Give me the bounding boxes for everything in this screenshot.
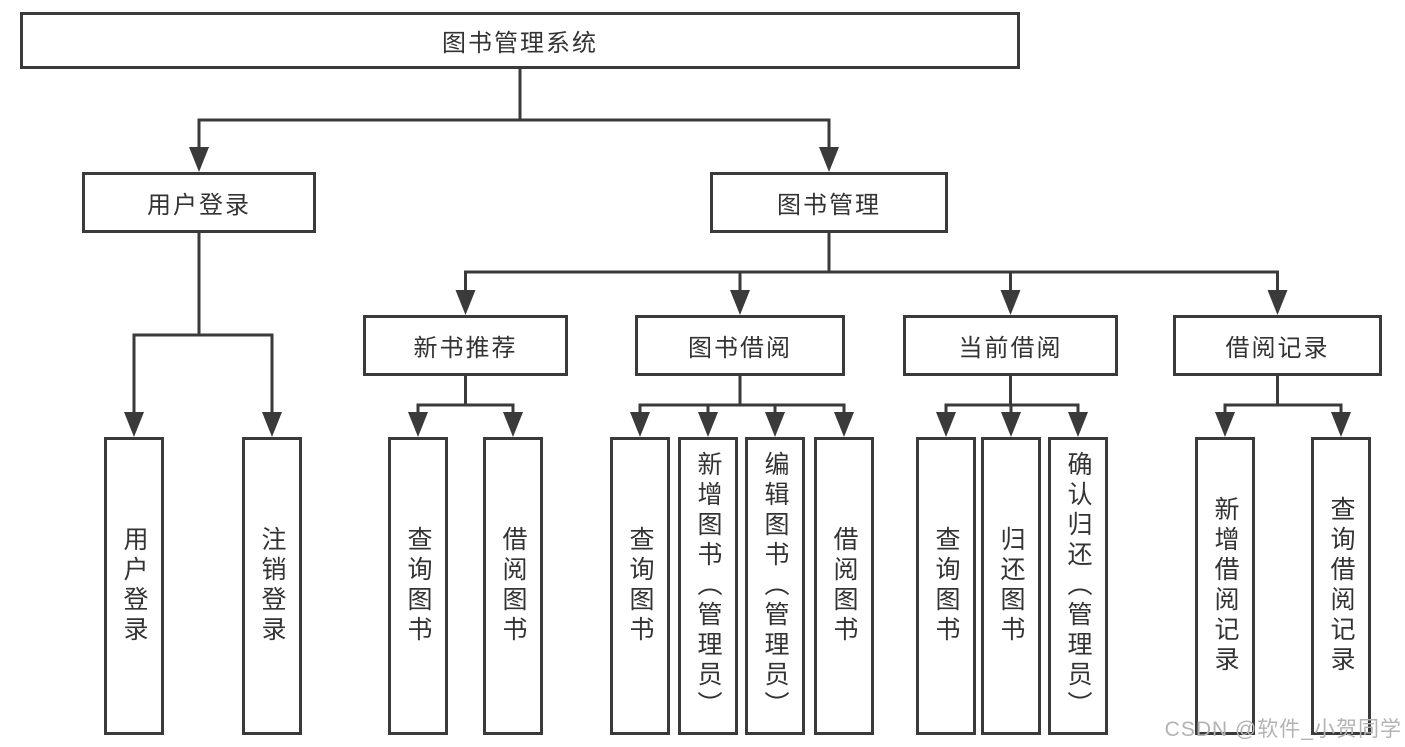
leaf-add-book-admin-label: 新增图书（管理员）: [694, 451, 722, 721]
node-user-login-label: 用户登录: [147, 192, 251, 219]
node-current-borrow: 当前借阅: [903, 315, 1118, 376]
leaf-borrow-query-book: 查询图书: [610, 437, 670, 735]
node-book-borrow-label: 图书借阅: [688, 335, 792, 362]
node-current-borrow-label: 当前借阅: [958, 335, 1063, 362]
node-book-borrow: 图书借阅: [635, 315, 845, 376]
leaf-logout: 注销登录: [242, 437, 302, 735]
leaf-return-book-label: 归还图书: [997, 526, 1025, 646]
leaf-add-borrow-record-label: 新增借阅记录: [1211, 496, 1239, 676]
leaf-confirm-return-admin: 确认归还（管理员）: [1048, 437, 1108, 735]
node-new-book-recommend: 新书推荐: [363, 315, 568, 376]
leaf-user-login-label: 用户登录: [120, 526, 148, 646]
leaf-recommend-borrow-book: 借阅图书: [483, 437, 543, 735]
csdn-watermark: CSDN @软件_小贺同学: [1164, 718, 1402, 741]
leaf-recommend-borrow-book-label: 借阅图书: [499, 526, 527, 646]
leaf-query-borrow-record-label: 查询借阅记录: [1327, 496, 1355, 676]
leaf-confirm-return-admin-label: 确认归还（管理员）: [1064, 451, 1092, 721]
leaf-add-borrow-record: 新增借阅记录: [1195, 437, 1255, 735]
node-borrow-records: 借阅记录: [1173, 315, 1382, 376]
leaf-borrow-query-book-label: 查询图书: [626, 526, 654, 646]
node-new-book-recommend-label: 新书推荐: [413, 335, 518, 362]
leaf-logout-label: 注销登录: [258, 526, 286, 646]
leaf-add-book-admin: 新增图书（管理员）: [678, 437, 738, 735]
node-user-login: 用户登录: [82, 172, 316, 233]
leaf-current-query-book-label: 查询图书: [932, 526, 960, 646]
node-book-management-label: 图书管理: [777, 192, 881, 219]
leaf-current-query-book: 查询图书: [916, 437, 976, 735]
leaf-borrow-book-label: 借阅图书: [830, 526, 858, 646]
node-root: 图书管理系统: [20, 12, 1020, 69]
leaf-user-login: 用户登录: [104, 437, 164, 735]
leaf-borrow-book: 借阅图书: [814, 437, 874, 735]
arrowheads: [124, 147, 1351, 437]
leaf-recommend-query-book-label: 查询图书: [404, 526, 432, 646]
leaf-edit-book-admin-label: 编辑图书（管理员）: [761, 451, 789, 721]
node-borrow-records-label: 借阅记录: [1225, 335, 1330, 362]
leaf-query-borrow-record: 查询借阅记录: [1311, 437, 1371, 735]
leaf-return-book: 归还图书: [981, 437, 1041, 735]
node-book-management: 图书管理: [710, 172, 948, 233]
leaf-edit-book-admin: 编辑图书（管理员）: [745, 437, 805, 735]
leaf-recommend-query-book: 查询图书: [388, 437, 448, 735]
node-root-label: 图书管理系统: [442, 30, 598, 57]
